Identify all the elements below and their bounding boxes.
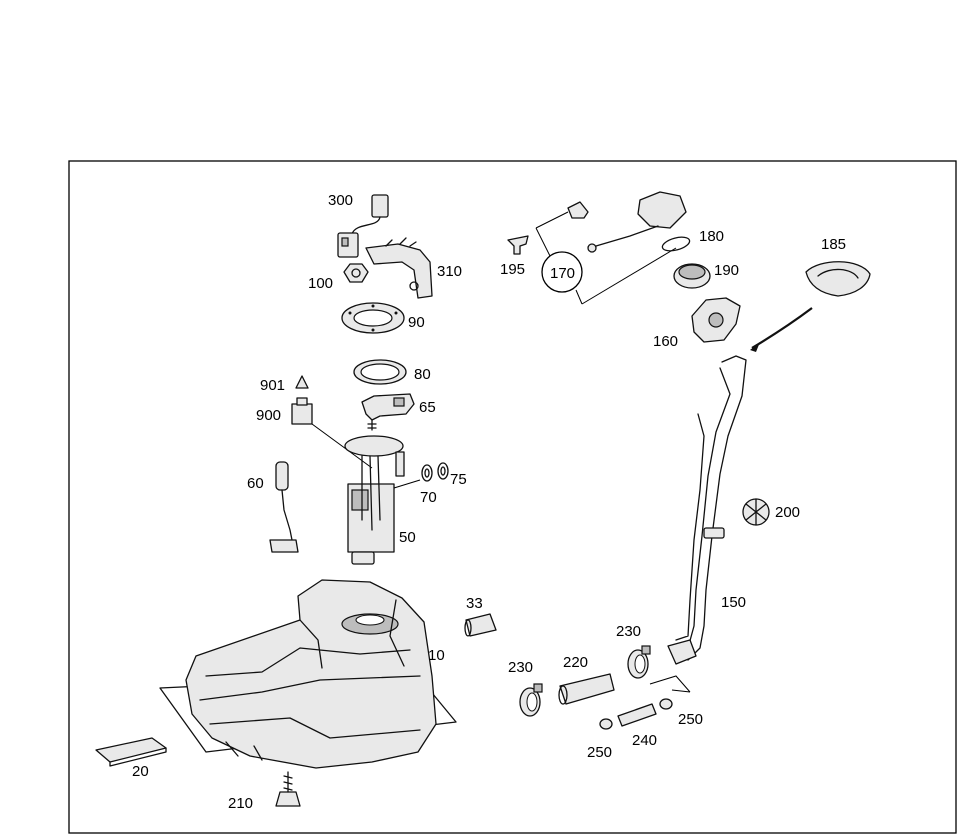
label-150: 150 bbox=[721, 594, 746, 611]
part-230a-clamp bbox=[519, 683, 543, 717]
diagram-border bbox=[68, 160, 957, 834]
label-33: 33 bbox=[466, 595, 483, 612]
label-230a: 230 bbox=[508, 659, 533, 676]
label-20: 20 bbox=[132, 763, 149, 780]
label-185: 185 bbox=[821, 236, 846, 253]
label-210: 210 bbox=[228, 795, 253, 812]
label-220: 220 bbox=[563, 654, 588, 671]
label-240: 240 bbox=[632, 732, 657, 749]
part-80-seal bbox=[353, 359, 407, 385]
label-10: 10 bbox=[428, 647, 445, 664]
part-200-grommet bbox=[742, 498, 770, 526]
part-230b-clamp bbox=[627, 645, 651, 679]
label-80: 80 bbox=[414, 366, 431, 383]
part-240-hose bbox=[617, 703, 657, 727]
part-100-nut bbox=[343, 263, 369, 283]
label-90: 90 bbox=[408, 314, 425, 331]
label-310: 310 bbox=[437, 263, 462, 280]
part-195-clip bbox=[507, 235, 529, 255]
label-180: 180 bbox=[699, 228, 724, 245]
label-75: 75 bbox=[450, 471, 467, 488]
label-200: 200 bbox=[775, 504, 800, 521]
part-210-screw bbox=[275, 771, 301, 807]
part-300-connector bbox=[337, 194, 389, 258]
part-10-fuel-tank bbox=[159, 579, 457, 769]
part-901-cap bbox=[295, 375, 309, 389]
part-150-filler-pipe bbox=[667, 355, 747, 665]
label-901: 901 bbox=[260, 377, 285, 394]
part-250a-clamp bbox=[599, 718, 613, 730]
label-250b: 250 bbox=[678, 711, 703, 728]
part-160-housing bbox=[691, 297, 741, 343]
part-50-fuel-pump bbox=[344, 435, 405, 565]
label-250a: 250 bbox=[587, 744, 612, 761]
part-70-oring bbox=[421, 464, 433, 482]
label-160: 160 bbox=[653, 333, 678, 350]
part-185-insert bbox=[750, 261, 871, 352]
part-33-sleeve bbox=[464, 613, 497, 637]
part-65-sensor bbox=[361, 393, 415, 431]
part-180-gasket bbox=[661, 236, 691, 252]
part-60-level-sender bbox=[269, 461, 299, 553]
label-170: 170 bbox=[550, 265, 575, 282]
part-310-bracket bbox=[365, 237, 433, 299]
label-65: 65 bbox=[419, 399, 436, 416]
part-900-plug bbox=[291, 397, 313, 425]
part-220-hose bbox=[558, 673, 615, 705]
label-230b: 230 bbox=[616, 623, 641, 640]
label-195: 195 bbox=[500, 261, 525, 278]
label-900: 900 bbox=[256, 407, 281, 424]
label-300: 300 bbox=[328, 192, 353, 209]
label-190: 190 bbox=[714, 262, 739, 279]
label-50: 50 bbox=[399, 529, 416, 546]
label-70: 70 bbox=[420, 489, 437, 506]
part-20-pad bbox=[95, 737, 167, 767]
part-250b-clamp bbox=[659, 698, 673, 710]
part-190-neck bbox=[673, 263, 711, 289]
label-60: 60 bbox=[247, 475, 264, 492]
label-100: 100 bbox=[308, 275, 333, 292]
part-90-ring bbox=[341, 302, 405, 334]
part-170-cap bbox=[535, 191, 687, 305]
part-75-oring bbox=[437, 462, 449, 480]
